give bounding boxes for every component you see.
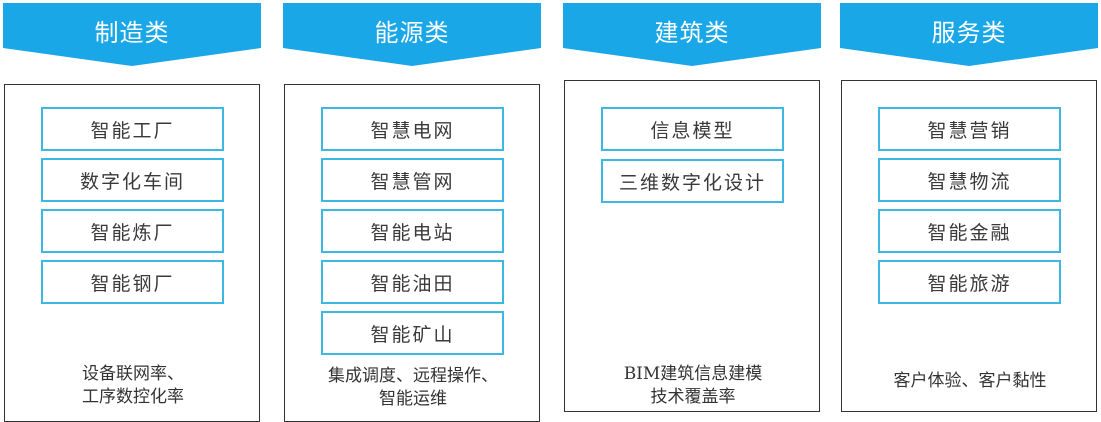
list-item: 智能金融 [878,209,1061,253]
list-item: 智能钢厂 [41,260,224,304]
category-title: 能源类 [374,19,450,47]
metric-text: 设备联网率、 工序数控化率 [5,363,261,409]
list-item: 智能矿山 [321,311,504,355]
arrow-banner-shape [3,3,261,66]
metric-line: 工序数控化率 [82,387,184,407]
metric-text: BIM建筑信息建模 技术覆盖率 [565,363,821,409]
category-title: 服务类 [931,19,1007,47]
list-item: 数字化车间 [41,158,224,202]
list-item: 三维数字化设计 [601,159,784,203]
banner-energy: 能源类 [283,3,541,67]
metric-text: 集成调度、远程操作、 智能运维 [285,365,541,411]
column-construction: 建筑类 信息模型 三维数字化设计 BIM建筑信息建模 技术覆盖率 [563,0,821,417]
list-item: 智能炼厂 [41,209,224,253]
arrow-banner-shape [563,3,821,66]
banner-services: 服务类 [840,3,1098,67]
list-item: 智慧管网 [321,158,504,202]
metric-line: BIM建筑信息建模 [623,364,763,384]
metric-line: 设备联网率、 [82,364,184,384]
list-item: 智慧物流 [878,158,1061,202]
category-box: 信息模型 三维数字化设计 BIM建筑信息建模 技术覆盖率 [564,80,820,412]
list-item: 智能油田 [321,260,504,304]
metric-text: 客户体验、客户黏性 [842,370,1098,393]
metric-line: 技术覆盖率 [650,387,736,407]
list-item: 智慧营销 [878,107,1061,151]
category-title: 制造类 [94,19,170,47]
column-energy: 能源类 智慧电网 智慧管网 智能电站 智能油田 智能矿山 集成调度、远程操作、 … [283,0,541,422]
list-item: 智能工厂 [41,107,224,151]
category-box: 智慧营销 智慧物流 智能金融 智能旅游 客户体验、客户黏性 [841,80,1097,412]
category-title: 建筑类 [654,19,730,47]
arrow-banner-shape [283,3,541,66]
column-manufacturing: 制造类 智能工厂 数字化车间 智能炼厂 智能钢厂 设备联网率、 工序数控化率 [3,0,261,422]
list-item: 信息模型 [601,107,784,151]
metric-line: 集成调度、远程操作、 [328,366,498,386]
list-item: 智能电站 [321,209,504,253]
list-item: 智慧电网 [321,107,504,151]
category-box: 智能工厂 数字化车间 智能炼厂 智能钢厂 设备联网率、 工序数控化率 [4,84,260,422]
list-item: 智能旅游 [878,260,1061,304]
category-box: 智慧电网 智慧管网 智能电站 智能油田 智能矿山 集成调度、远程操作、 智能运维 [284,84,540,422]
arrow-banner-shape [840,3,1098,66]
metric-line: 智能运维 [379,389,447,409]
metric-line: 客户体验、客户黏性 [893,371,1047,391]
column-services: 服务类 智慧营销 智慧物流 智能金融 智能旅游 客户体验、客户黏性 [840,0,1098,417]
banner-manufacturing: 制造类 [3,3,261,67]
banner-construction: 建筑类 [563,3,821,67]
